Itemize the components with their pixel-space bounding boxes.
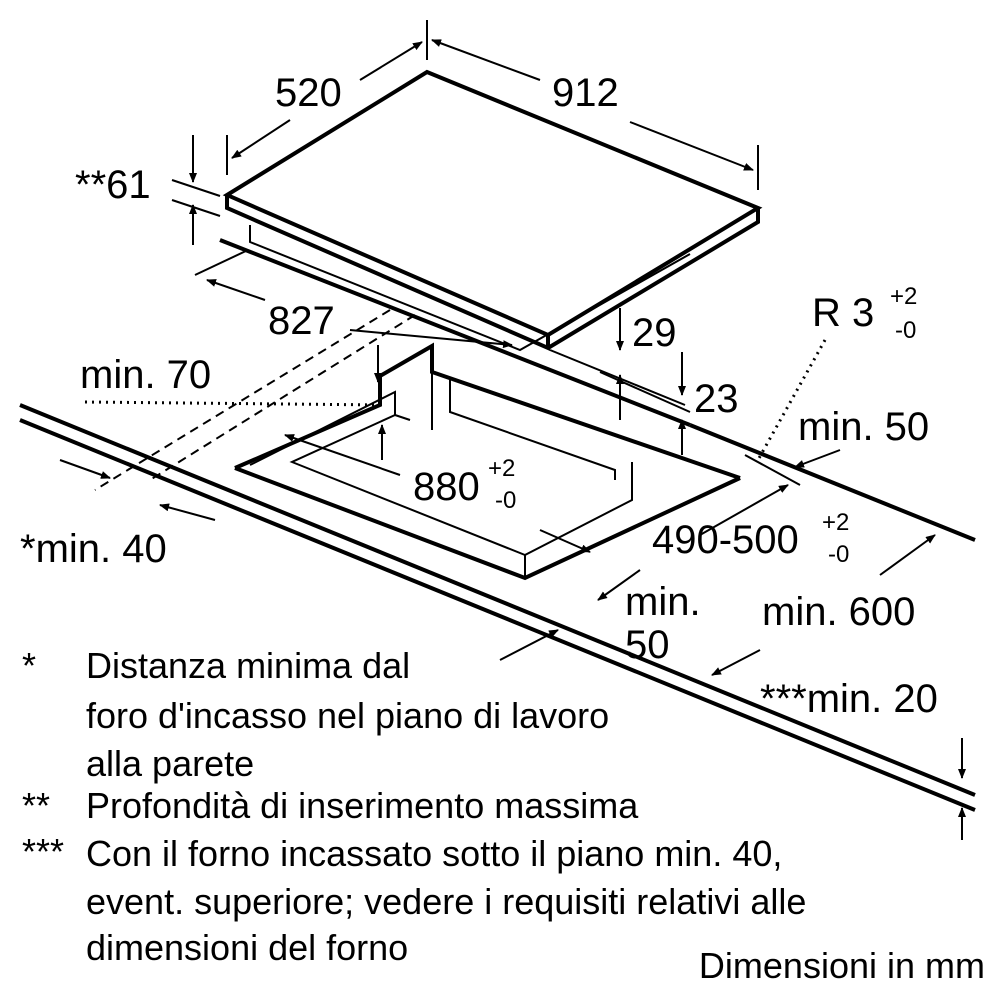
note-2-marker: ** [22,785,50,826]
cutout-length-label: 880 [413,465,480,509]
min-50-front-label-line2: 50 [625,623,670,667]
note-1-marker: * [22,645,36,686]
dimension-lines [59,20,966,840]
radius-tolerance-minus: -0 [895,317,916,344]
worktop-front-edge-top [19,403,976,797]
units-label: Dimensioni in mm [699,945,985,986]
width-label: 912 [552,71,619,115]
radius-label: R 3 [812,291,874,335]
note-1-line-2: foro d'incasso nel piano di lavoro [86,695,609,736]
cutout-depth-tolerance-plus: +2 [822,509,849,536]
cutout-depth-label: 490-500 [652,518,799,562]
note-3-line-2: event. superiore; vedere i requisiti rel… [86,881,806,922]
cutout-depth-tolerance-minus: -0 [828,541,849,568]
worktop-wall-line [219,238,691,427]
note-3-marker: *** [22,831,64,872]
cooktop-underside-body [249,225,691,352]
note-3-line-3: dimensioni del forno [86,927,408,968]
worktop [19,238,976,812]
insertion-depth-label: **61 [75,163,151,207]
min-600-label: min. 600 [762,590,915,634]
min-50-front-label-line1: min. [625,580,701,624]
cutout-length-tolerance-minus: -0 [495,487,516,514]
note-1-line-1: Distanza minima dal [86,645,410,686]
cooktop [222,69,763,352]
cutout-length-tolerance-plus: +2 [488,455,515,482]
min-40-left-label: *min. 40 [20,527,167,571]
note-1-line-3: alla parete [86,743,254,784]
dimension-labels: 520 912 **61 827 29 23 R 3 +2 -0 min. 70… [20,71,938,721]
cutout-inner-rim-back [449,378,616,480]
depth-label: 520 [275,71,342,115]
cutout-side-post [394,414,411,421]
min-70-label: min. 70 [80,353,211,397]
radius-tolerance-plus: +2 [890,283,917,310]
footnotes: * Distanza minima dal foro d'incasso nel… [22,645,985,986]
side-height-29-label: 29 [632,311,677,355]
side-height-23-label: 23 [694,377,739,421]
worktop-back-edge [689,423,976,542]
note-2-line-1: Profondità di inserimento massima [86,785,639,826]
cutout-back-wall [379,342,741,480]
note-3-line-1: Con il forno incassato sotto il piano mi… [86,833,782,874]
worktop-front-edge-bottom [19,418,976,812]
min-20-label: ***min. 20 [760,677,938,721]
cutout-inner-rim-right [524,462,633,578]
cutout-width-label: 827 [268,299,335,343]
cutout [234,342,741,581]
cooktop-right-edge [546,208,760,350]
min-50-right-label: min. 50 [798,405,929,449]
cooktop-front-edge [225,195,550,352]
